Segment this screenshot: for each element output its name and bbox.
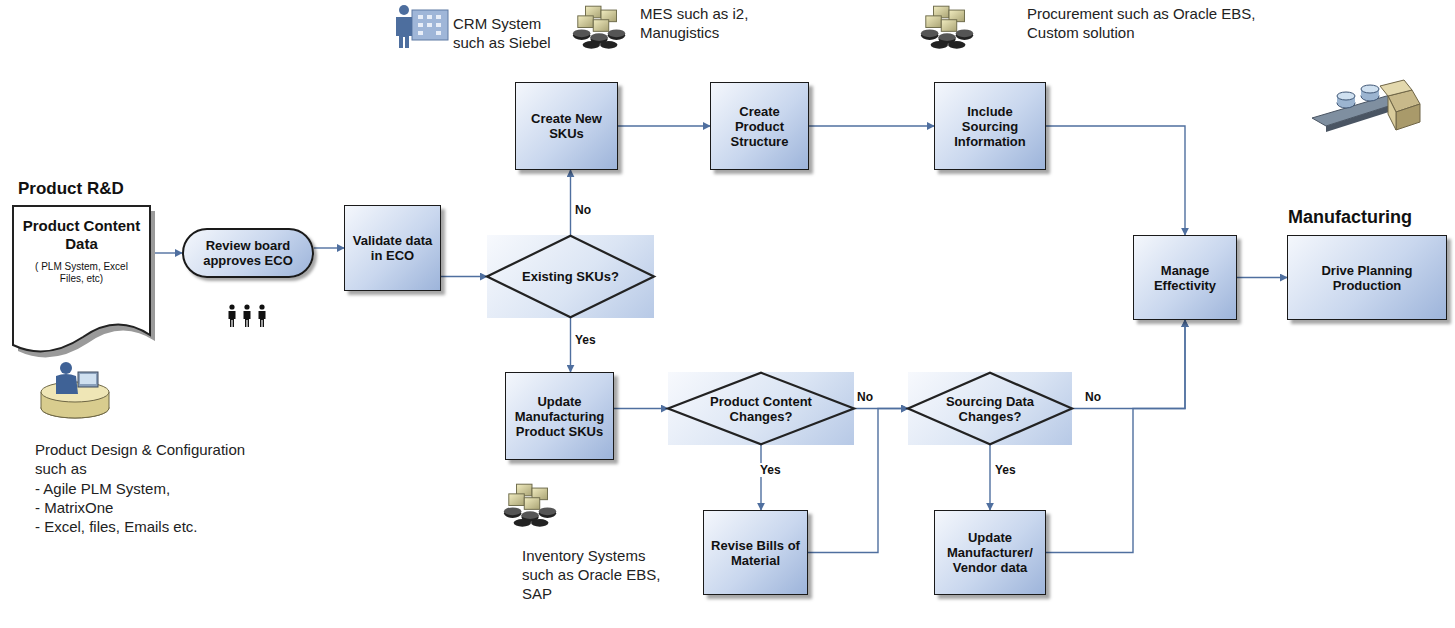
branch-label: Yes [759, 463, 782, 477]
branch-label: No [1084, 390, 1102, 404]
flow-connector [155, 252, 182, 253]
node-text: Drive Planning Production [1292, 263, 1442, 293]
node-text: Product Content Data [22, 217, 141, 253]
flow-connector [1046, 126, 1185, 235]
section-heading: Manufacturing [1288, 207, 1412, 228]
flow-connector [314, 247, 344, 248]
node-text: Update Manufacturer/ Vendor data [939, 530, 1041, 575]
system-note: Inventory Systems such as Oracle EBS, SA… [522, 546, 672, 603]
process-box: Create New SKUs [515, 82, 618, 170]
node-text: Revise Bills of Material [708, 538, 803, 568]
flow-connector [614, 408, 668, 409]
process-box: Revise Bills of Material [703, 510, 808, 595]
node-text: Manage Effectivity [1138, 263, 1232, 293]
review-step: Review board approves ECO [182, 228, 314, 278]
process-box: Validate data in ECO [344, 205, 441, 291]
node-text: Update Manufacturing Product SKUs [510, 394, 609, 439]
flow-connector [570, 318, 571, 372]
process-box: Manage Effectivity [1133, 235, 1237, 320]
system-note: - Excel, files, Emails etc. [35, 517, 275, 536]
flow-connector [1072, 320, 1185, 409]
node-text: Validate data in ECO [349, 233, 436, 263]
node-text: Product Content Changes? [698, 394, 824, 424]
system-note: CRM System such as Siebel [453, 14, 568, 52]
mes-icon [573, 6, 625, 49]
decision-diamond: Product Content Changes? [668, 372, 854, 445]
procurement-icon [921, 6, 973, 49]
decision-diamond: Existing SKUs? [487, 235, 654, 318]
document-outline [13, 206, 150, 351]
document-note: ( PLM System, Excel Files, etc) [22, 261, 141, 285]
node-text: Create Product Structure [715, 104, 804, 149]
branch-label: Yes [994, 463, 1017, 477]
review-board-people [229, 304, 266, 327]
process-box: ManufacturingDrive Planning Production [1287, 235, 1447, 320]
node-text: Sourcing Data Changes? [938, 394, 1042, 424]
branch-label: Yes [574, 333, 597, 347]
system-note: Product Design & Configuration such as [35, 440, 275, 478]
node-text: Create New SKUs [520, 111, 613, 141]
branch-label: No [856, 390, 874, 404]
conveyor-icon [1312, 80, 1420, 132]
diamond-outline [668, 373, 854, 445]
process-box: Update Manufacturer/ Vendor data [934, 510, 1046, 595]
inventory-icon [504, 484, 556, 527]
flow-connector [809, 125, 934, 126]
flow-connector [618, 125, 710, 126]
process-box: Include Sourcing Information [934, 82, 1046, 170]
decision-diamond: Sourcing Data Changes? [908, 372, 1072, 445]
node-text: Existing SKUs? [522, 269, 619, 284]
node-text: Review board approves ECO [194, 238, 302, 268]
diamond-outline [908, 373, 1072, 445]
system-note: - Agile PLM System, [35, 479, 275, 498]
node-text: Include Sourcing Information [939, 104, 1041, 149]
branch-label: No [574, 203, 592, 217]
designer-at-desk [41, 362, 109, 418]
diamond-outline [487, 236, 654, 317]
system-note: Procurement such as Oracle EBS, Custom s… [1027, 4, 1262, 42]
flow-connector [570, 170, 571, 235]
section-heading: Product R&D [18, 179, 124, 199]
system-note: - MatrixOne [35, 498, 275, 517]
process-box: Create Product Structure [710, 82, 809, 170]
document-shape: Product R&DProduct Content Data( PLM Sys… [12, 205, 155, 355]
flow-connector [989, 445, 990, 510]
flow-connector [441, 276, 487, 277]
flow-connector [760, 445, 761, 510]
crm-icon [396, 5, 448, 48]
flow-connector [1237, 277, 1287, 278]
system-note: MES such as i2, Manugistics [640, 4, 750, 42]
process-box: Update Manufacturing Product SKUs [505, 372, 614, 460]
